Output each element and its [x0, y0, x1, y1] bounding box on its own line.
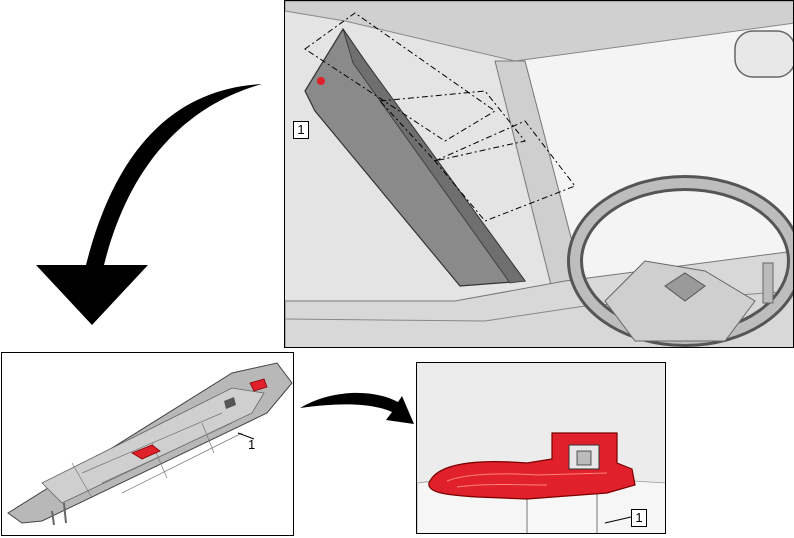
interior-illustration	[285, 1, 793, 347]
trim-illustration	[7, 362, 293, 526]
bottom-left-callout-label: 1	[248, 437, 256, 452]
clip-left	[131, 444, 161, 460]
trim-detail-view: 1	[1, 352, 294, 536]
clip-closeup-view: 1	[416, 362, 666, 534]
top-callout-label: 1	[293, 121, 309, 139]
interior-a-pillar-view: 1	[284, 0, 794, 348]
clip-right	[249, 378, 268, 392]
clip-illustration	[417, 363, 665, 533]
bottom-right-callout-label: 1	[631, 509, 647, 527]
